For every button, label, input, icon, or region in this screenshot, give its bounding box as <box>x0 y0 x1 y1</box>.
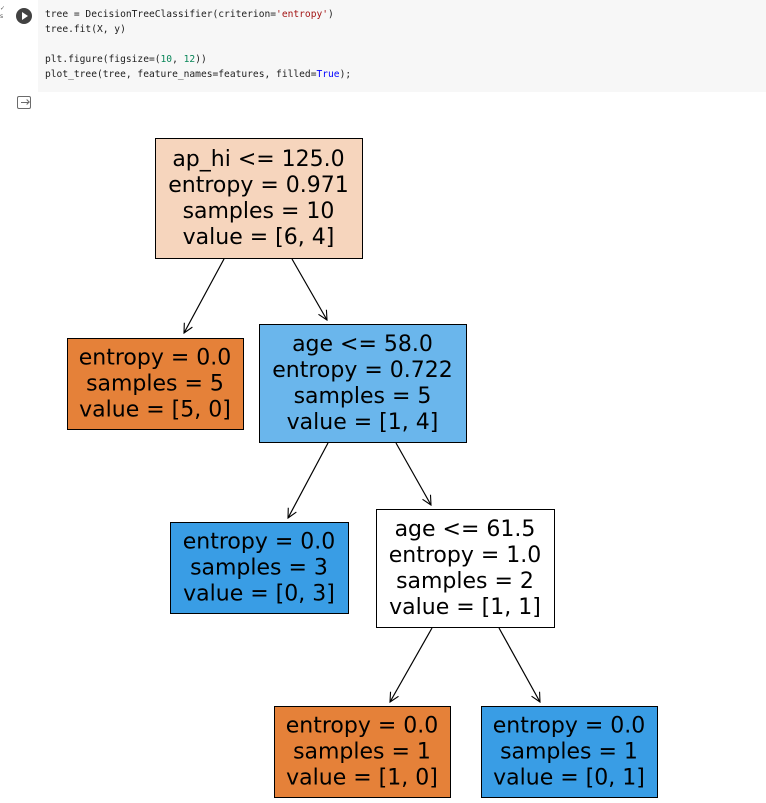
tree-node-label: samples = 1 <box>500 740 638 765</box>
tree-node-label: value = [6, 4] <box>183 225 335 250</box>
tree-edge-split-age-61-to-leaf-bottom-right <box>498 627 540 702</box>
code-token: 10 <box>160 54 173 65</box>
code-token: ) <box>328 9 334 20</box>
tree-node-label: ap_hi <= 125.0 <box>172 147 344 172</box>
tree-node-box <box>259 324 467 443</box>
execution-status-indicator: ✓ s <box>0 5 6 20</box>
tree-node-box <box>274 706 451 798</box>
tree-edge-split-age-61-to-leaf-bottom-left <box>390 627 433 702</box>
tree-node-label: value = [0, 1] <box>493 766 645 791</box>
tree-node-label: samples = 5 <box>294 384 432 409</box>
tree-node-label: value = [1, 4] <box>287 410 439 435</box>
tree-node-label: samples = 2 <box>396 569 534 594</box>
tree-node-label: age <= 61.5 <box>395 517 536 542</box>
code-token: tree = DecisionTreeClassifier(criterion= <box>45 9 277 20</box>
code-token: plot_tree(tree, feature_names=features, … <box>45 69 317 80</box>
tree-edge-root-to-split-age-58 <box>291 258 327 320</box>
code-token: 'entropy' <box>276 9 329 20</box>
tree-node-label: entropy = 0.0 <box>493 714 646 739</box>
code-line: plot_tree(tree, feature_names=features, … <box>45 67 766 82</box>
code-token: tree.fit(X, y) <box>45 24 126 35</box>
code-line: tree.fit(X, y) <box>45 22 766 37</box>
code-token: )) <box>195 54 207 65</box>
code-token: , <box>172 54 184 65</box>
tree-node-label: entropy = 0.722 <box>272 358 453 383</box>
code-editor[interactable]: tree = DecisionTreeClassifier(criterion=… <box>38 0 766 92</box>
tree-node-label: value = [0, 3] <box>183 582 335 607</box>
tree-node-box <box>155 138 363 259</box>
tree-node-label: entropy = 0.971 <box>168 173 349 198</box>
tree-node-label: entropy = 0.0 <box>79 346 232 371</box>
tree-node-box <box>170 522 349 614</box>
tree-node-box <box>481 706 658 798</box>
code-line: tree = DecisionTreeClassifier(criterion=… <box>45 7 766 22</box>
code-token: True <box>316 69 340 80</box>
tree-node-box <box>67 338 244 430</box>
tree-node-label: samples = 5 <box>86 372 224 397</box>
tree-node-label: entropy = 0.0 <box>183 530 336 555</box>
tree-edge-split-age-58-to-split-age-61 <box>395 442 431 505</box>
tree-node-label: age <= 58.0 <box>292 332 433 357</box>
run-cell-button[interactable] <box>16 8 32 24</box>
code-line: plt.figure(figsize=(10, 12)) <box>45 52 766 67</box>
tree-node-label: value = [1, 0] <box>286 766 438 791</box>
tree-node-label: value = [1, 1] <box>389 595 541 620</box>
tree-edge-split-age-58-to-leaf-mid <box>288 442 329 518</box>
tree-node-label: samples = 3 <box>190 556 328 581</box>
code-token: 12 <box>183 54 196 65</box>
tree-node-label: value = [5, 0] <box>79 398 231 423</box>
tree-node-box <box>376 509 555 628</box>
tree-edge-root-to-leaf-left <box>184 258 225 333</box>
code-token: plt.figure(figsize=( <box>45 54 161 65</box>
tree-node-label: samples = 1 <box>293 740 431 765</box>
code-token: ); <box>339 69 352 80</box>
tree-node-label: entropy = 0.0 <box>286 714 439 739</box>
output-toggle-icon[interactable] <box>17 96 31 109</box>
tree-node-label: entropy = 1.0 <box>389 543 542 568</box>
tree-node-label: samples = 10 <box>183 199 335 224</box>
